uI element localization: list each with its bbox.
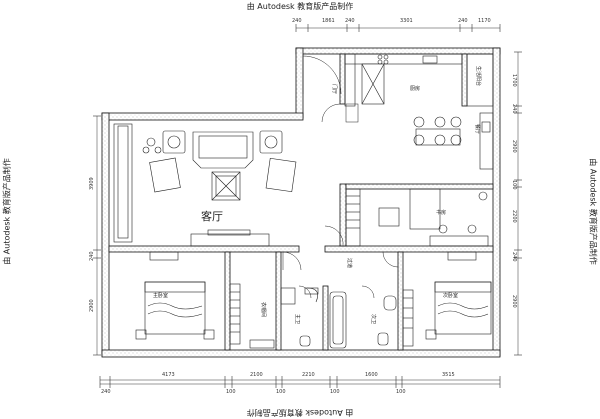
dining-table	[413, 112, 494, 170]
dim-bottom-9: 100	[396, 389, 406, 395]
dimension-lines	[93, 24, 522, 388]
dim-right-1: 1700	[511, 74, 517, 87]
dim-bottom-1: 240	[101, 389, 111, 395]
master-bath-label: 主卫	[294, 314, 301, 324]
interior-doors	[282, 225, 399, 299]
study-furniture	[345, 188, 489, 247]
guest-bath-fixtures	[329, 291, 397, 349]
dimension-labels-left: 3909 240 2900	[89, 177, 95, 312]
dim-top-5: 240	[458, 18, 468, 24]
dimension-labels-right: 1700 240 2900 100 2200 240 2900	[511, 74, 517, 308]
living-room-label: 客厅	[201, 209, 223, 223]
dim-bottom-5: 100	[276, 389, 286, 395]
dim-top-2: 1861	[322, 18, 335, 24]
master-bedroom-label: 主卧室	[153, 292, 168, 299]
dim-bottom-10: 3515	[442, 372, 455, 378]
study-label: 书房	[436, 209, 446, 216]
living-room-furniture	[113, 123, 297, 247]
dim-bottom-4: 2100	[250, 372, 263, 378]
dim-bottom-2: 4173	[162, 372, 175, 378]
dim-right-6: 240	[511, 252, 517, 262]
master-bedroom-furniture	[135, 251, 215, 340]
kitchen-fixtures	[344, 53, 494, 107]
dim-top-1: 240	[292, 18, 302, 24]
balcony-label: 生活阳台	[475, 66, 482, 86]
watermark-top: 由 Autodesk 教育版产品制作	[246, 2, 354, 11]
dim-bottom-8: 1600	[365, 372, 378, 378]
dim-right-7: 2900	[511, 295, 517, 308]
dim-top-4: 3301	[400, 18, 413, 24]
dim-right-5: 2200	[511, 210, 517, 223]
second-bedroom-furniture	[402, 251, 492, 347]
dimension-labels-top: 240 1861 240 3301 240 1170	[292, 18, 491, 24]
dim-left-1: 3909	[89, 177, 95, 190]
dimension-labels-bottom: 240 4173 100 2100 100 2210 100 1600 100 …	[101, 372, 455, 395]
entry-label: 门厅	[331, 84, 338, 94]
dim-right-3: 2900	[511, 140, 517, 153]
dim-right-2: 240	[511, 104, 517, 114]
guest-bath-label: 次卫	[370, 314, 377, 324]
dim-bottom-7: 100	[330, 389, 340, 395]
dining-label: 餐厅	[474, 124, 481, 134]
dim-left-3: 2900	[89, 299, 95, 312]
dim-right-4: 100	[511, 180, 517, 190]
dim-bottom-6: 2210	[302, 372, 315, 378]
cloakroom-label: 衣帽间	[260, 302, 267, 317]
dim-top-6: 1170	[478, 18, 491, 24]
kitchen-label: 厨房	[410, 85, 420, 92]
walls	[101, 47, 501, 358]
dim-top-3: 240	[345, 18, 355, 24]
entry-door	[302, 55, 359, 123]
dim-left-2: 240	[89, 251, 95, 261]
second-bedroom-label: 次卧室	[443, 292, 458, 299]
master-bath-fixtures	[280, 287, 319, 347]
corridor-label: 过道	[346, 258, 353, 268]
dim-bottom-3: 100	[226, 389, 236, 395]
cloakroom-fixtures	[229, 283, 275, 349]
